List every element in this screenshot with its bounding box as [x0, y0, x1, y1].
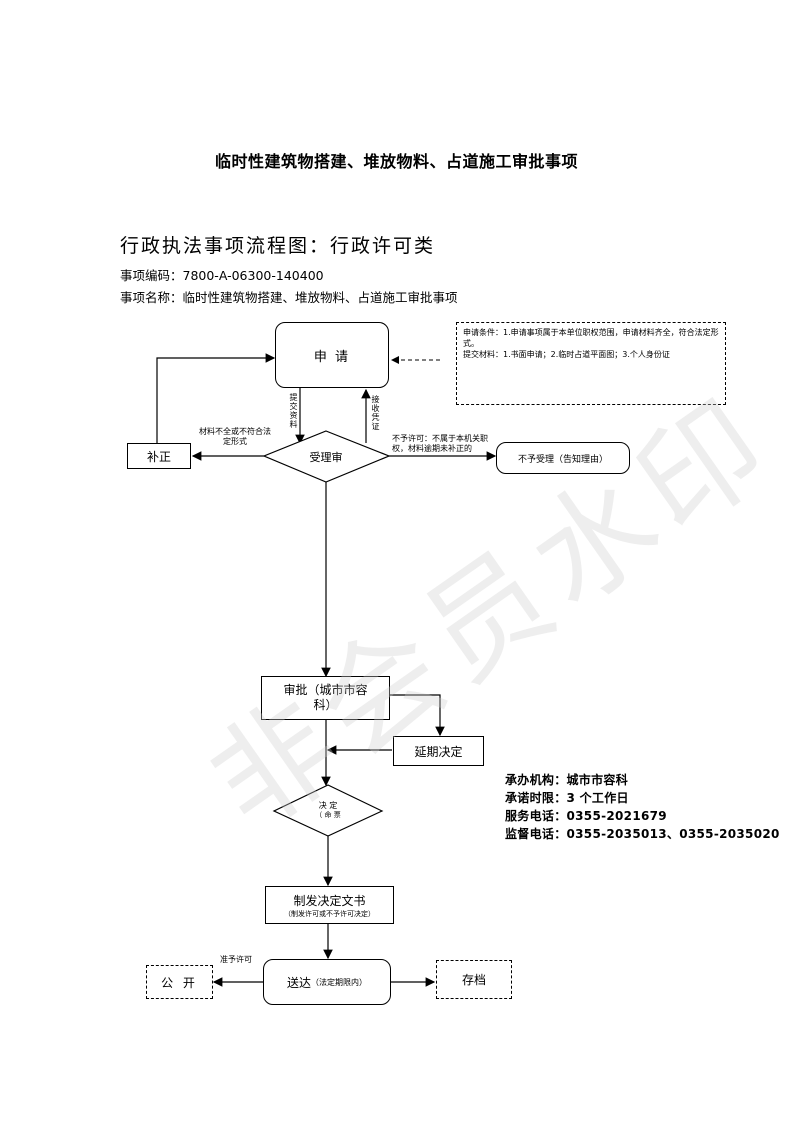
deliver-sub-label: （法定期限内）	[311, 977, 367, 987]
archive-label: 存档	[461, 973, 486, 987]
receive-certificate-label: 接收凭证	[371, 395, 380, 431]
extension-box: 延期决定	[393, 736, 484, 766]
extension-label: 延期决定	[414, 744, 463, 759]
not-accepted-label: 不予受理（告知理由）	[517, 454, 608, 465]
decision-sub-label: （ 命 票	[315, 811, 341, 819]
submit-materials-label: 提交资料	[289, 393, 298, 429]
service-phone-info: 服务电话：0355-2021679	[505, 809, 667, 823]
issue-doc-box: 制发决定文书 （制发许可或不予许可决定）	[265, 886, 394, 924]
incomplete-label: 材料不全或不符合法定形式	[199, 427, 271, 446]
publish-box: 公 开	[146, 965, 213, 999]
issue-doc-label: 制发决定文书	[293, 893, 366, 908]
archive-box: 存档	[436, 960, 512, 999]
decision-label: 决 定	[318, 801, 338, 810]
not-accepted-box: 不予受理（告知理由）	[496, 442, 630, 474]
not-accepted-reason-label: 不予许可：不属于本机关职权，材料逾期未补正的	[392, 434, 488, 453]
supplement-box: 补正	[127, 443, 191, 469]
agency-info: 承办机构：城市市容科	[505, 773, 629, 787]
deliver-label: 送达	[286, 975, 311, 990]
issue-doc-sub-label: （制发许可或不予许可决定）	[284, 909, 375, 918]
grant-permit-label: 准予许可	[220, 955, 252, 964]
supervise-phone-info: 监督电话：0355-2035013、0355-2035020	[505, 827, 780, 841]
flow-heading: 行政执法事项流程图：行政许可类	[120, 235, 436, 257]
document-title: 临时性建筑物搭建、堆放物料、占道施工审批事项	[214, 152, 578, 171]
deadline-info: 承诺时限：3 个工作日	[505, 791, 629, 805]
approval-box: 审批（城市市容科）	[261, 676, 390, 720]
approval-label: 审批（城市市容科）	[283, 683, 368, 712]
publish-label: 公 开	[161, 975, 198, 990]
item-code: 事项编码：7800-A-06300-140400	[120, 268, 324, 283]
supplement-label: 补正	[146, 449, 171, 464]
apply-box: 申 请	[275, 322, 389, 388]
item-name: 事项名称：临时性建筑物搭建、堆放物料、占道施工审批事项	[120, 290, 458, 305]
accept-review-label: 受理审	[309, 451, 343, 464]
conditions-box: 申请条件：1.申请事项属于本单位职权范围，申请材料齐全，符合法定形式。 提交材料…	[456, 322, 726, 405]
deliver-box: 送达 （法定期限内）	[263, 959, 391, 1005]
apply-label: 申 请	[313, 349, 351, 365]
